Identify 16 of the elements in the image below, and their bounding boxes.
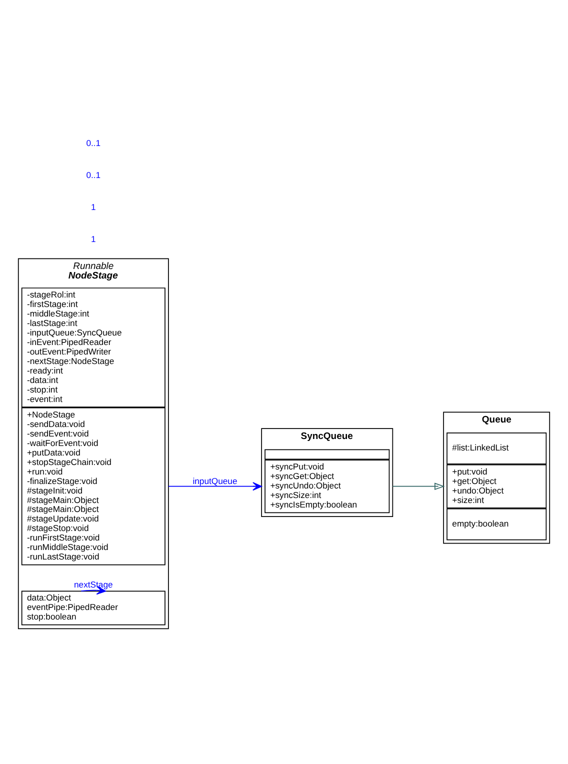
node-box: empty:boolean bbox=[446, 508, 547, 540]
node-box bbox=[264, 449, 390, 460]
label: 0..1 bbox=[86, 138, 101, 148]
arrow bbox=[392, 482, 445, 490]
node-box: +NodeStage -sendData:void -sendEvent:void -waitForEvent:void +putData:void +stopStageChain:void +run:void -finalizeStage:void #stageInit:void #stageMain:Object #stageMain:Object #stageUpdate:void #stageStop:void -runFirstStage:void -runMiddleStage:void -runLastStage:void bbox=[21, 407, 166, 566]
arrow bbox=[80, 586, 106, 595]
node-box: +syncPut:void +syncGet:Object +syncUndo:Object +syncSize:int +syncIsEmpty:boolean bbox=[264, 460, 390, 514]
label: 1 bbox=[91, 202, 96, 212]
node-box: -stageRol:int -firstStage:int -middleStage:int -lastStage:int -inputQueue:SyncQueue -inEvent:PipedReader -outEvent:PipedWriter -nextStage:NodeStage -ready:int -data:int -stop:int -event:int bbox=[21, 288, 166, 408]
label: 0..1 bbox=[86, 170, 101, 180]
node-box: #list:LinkedList bbox=[446, 432, 547, 464]
arrow bbox=[168, 482, 262, 491]
edge-label: inputQueue bbox=[192, 476, 238, 486]
edge-label: nextStage bbox=[74, 580, 113, 590]
label: 1 bbox=[91, 234, 96, 244]
node-box: +put:void +get:Object +undo:Object +size:int bbox=[446, 464, 547, 508]
